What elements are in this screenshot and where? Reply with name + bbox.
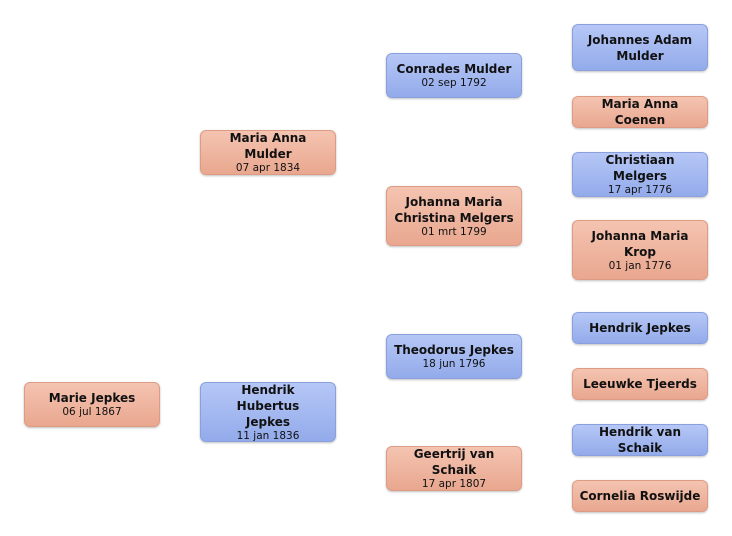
person-name: Hendrik Hubertus Jepkes <box>236 382 300 429</box>
person-conrades-mulder[interactable]: Conrades Mulder 02 sep 1792 <box>386 53 522 98</box>
person-birth-date: 11 jan 1836 <box>236 429 300 442</box>
person-leeuwke-tjeerds[interactable]: Leeuwke Tjeerds <box>572 368 708 400</box>
person-name: Maria Anna Coenen <box>601 97 679 127</box>
person-birth-date: 06 jul 1867 <box>62 406 122 418</box>
person-johannes-adam-mulder[interactable]: Johannes Adam Mulder <box>572 24 708 71</box>
person-name: Cornelia Roswijde <box>579 489 701 503</box>
person-birth-date: 01 jan 1776 <box>608 259 672 272</box>
person-birth-date: 07 apr 1834 <box>235 162 301 174</box>
person-birth-date: 17 apr 1776 <box>607 184 673 196</box>
person-name: Theodorus Jepkes <box>394 343 514 357</box>
person-name: Maria Anna Mulder <box>229 131 307 161</box>
person-birth-date: 02 sep 1792 <box>421 77 487 89</box>
person-hendrik-hubertus-jepkes[interactable]: Hendrik Hubertus Jepkes 11 jan 1836 <box>200 382 336 442</box>
person-name: Hendrik Jepkes <box>589 321 691 335</box>
person-maria-anna-coenen[interactable]: Maria Anna Coenen <box>572 96 708 128</box>
person-hendrik-van-schaik[interactable]: Hendrik van Schaik <box>572 424 708 456</box>
person-maria-anna-mulder[interactable]: Maria Anna Mulder 07 apr 1834 <box>200 130 336 175</box>
person-christiaan-melgers[interactable]: Christiaan Melgers 17 apr 1776 <box>572 152 708 197</box>
person-name: Leeuwke Tjeerds <box>583 377 697 391</box>
person-theodorus-jepkes[interactable]: Theodorus Jepkes 18 jun 1796 <box>386 334 522 379</box>
person-marie-jepkes[interactable]: Marie Jepkes 06 jul 1867 <box>24 382 160 427</box>
person-birth-date: 17 apr 1807 <box>421 478 487 490</box>
person-name: Christiaan Melgers <box>605 153 675 183</box>
person-birth-date: 01 mrt 1799 <box>421 225 487 238</box>
person-johanna-maria-christina-melgers[interactable]: Johanna Maria Christina Melgers 01 mrt 1… <box>386 186 522 246</box>
person-name: Marie Jepkes <box>48 391 136 405</box>
person-name: Johanna Maria Christina Melgers <box>394 194 514 225</box>
person-name: Conrades Mulder <box>396 62 512 76</box>
person-geertrij-van-schaik[interactable]: Geertrij van Schaik 17 apr 1807 <box>386 446 522 491</box>
person-name: Johanna Maria Krop <box>591 228 689 259</box>
person-johanna-maria-krop[interactable]: Johanna Maria Krop 01 jan 1776 <box>572 220 708 280</box>
person-name: Geertrij van Schaik <box>413 447 495 477</box>
person-name: Hendrik van Schaik <box>599 425 681 455</box>
person-birth-date: 18 jun 1796 <box>422 358 486 370</box>
person-hendrik-jepkes[interactable]: Hendrik Jepkes <box>572 312 708 344</box>
person-name: Johannes Adam Mulder <box>587 32 693 63</box>
person-cornelia-roswijde[interactable]: Cornelia Roswijde <box>572 480 708 512</box>
